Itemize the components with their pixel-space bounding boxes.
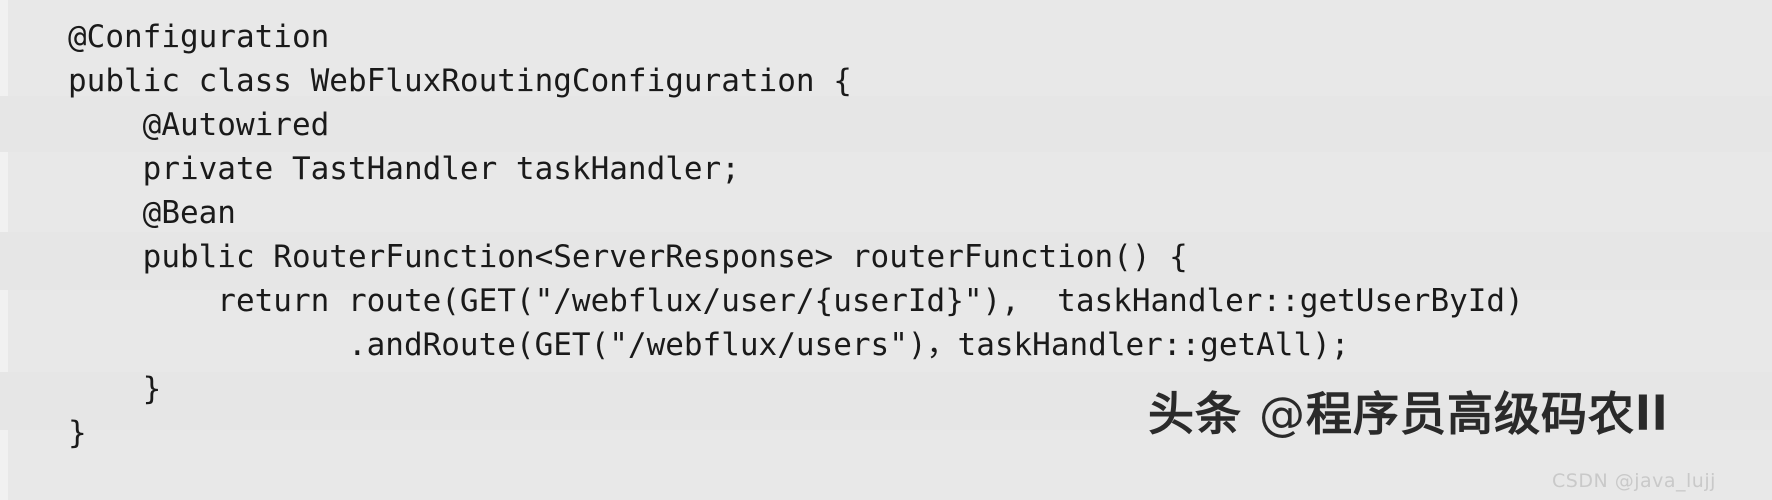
code-line: public RouterFunction<ServerResponse> ro… — [68, 239, 1188, 275]
watermark-primary: 头条 @程序员高级码农ll — [1148, 378, 1669, 444]
code-line: } — [68, 371, 162, 407]
code-line: @Configuration — [68, 19, 330, 55]
watermark-source-label: 头条 — [1148, 387, 1260, 441]
watermark-handle: 程序员高级码农ll — [1306, 387, 1669, 441]
code-line: @Bean — [68, 195, 236, 231]
code-line: @Autowired — [68, 107, 330, 143]
code-line: private TastHandler taskHandler; — [68, 151, 740, 187]
code-line: public class WebFluxRoutingConfiguration… — [68, 63, 852, 99]
code-line: return route(GET("/webflux/user/{userId}… — [68, 283, 1524, 319]
code-line: } — [68, 415, 87, 451]
watermark-at-sign: @ — [1259, 387, 1307, 441]
code-block: @Configuration public class WebFluxRouti… — [68, 19, 1524, 451]
watermark-secondary: CSDN @java_lujj — [1552, 470, 1716, 492]
code-line: .andRoute(GET("/webflux/users")，taskHand… — [68, 327, 1350, 363]
